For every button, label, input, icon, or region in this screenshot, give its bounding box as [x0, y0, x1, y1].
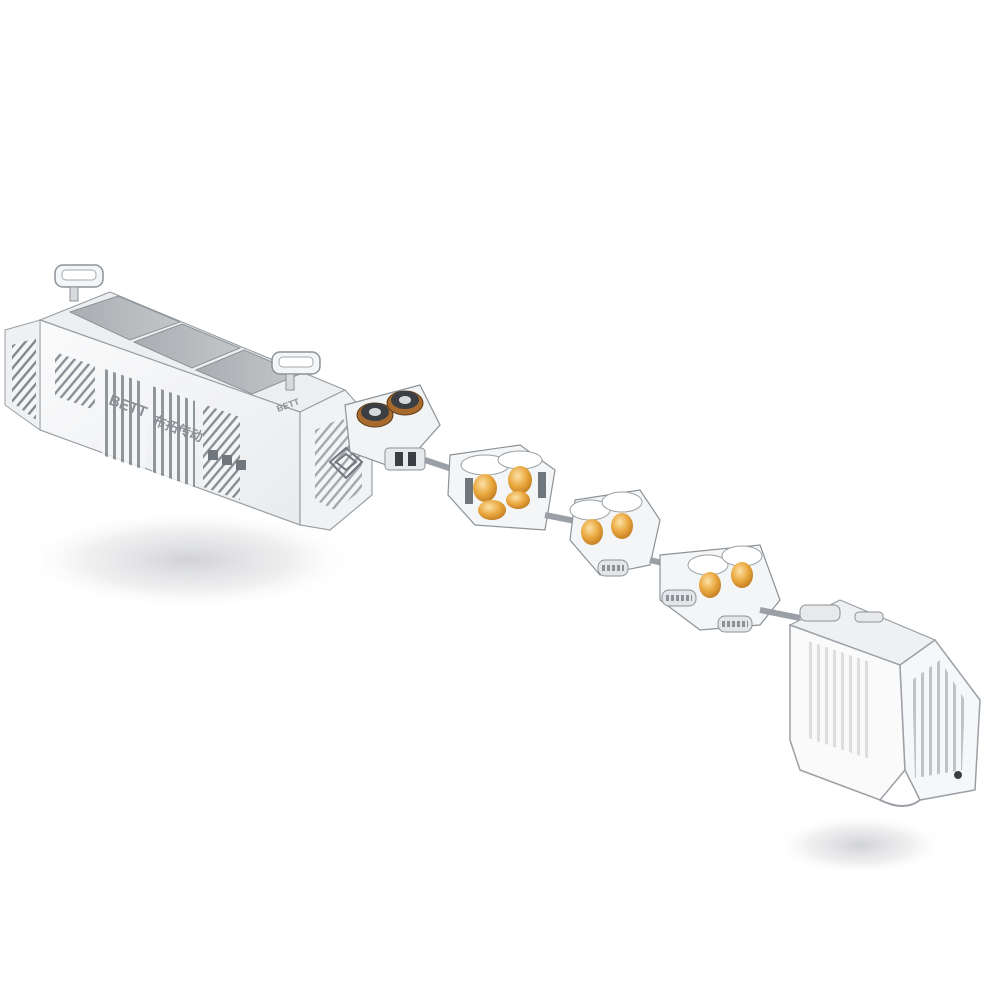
lift-handle-right — [271, 351, 321, 391]
lift-handle-left — [54, 264, 104, 302]
floor-shadow-left — [20, 510, 360, 610]
connector-bar-4 — [759, 607, 801, 621]
drive-unit-1 — [344, 384, 441, 471]
drive-unit-3 — [569, 489, 661, 577]
drive-unit-2 — [447, 444, 556, 531]
battery-cabinet: BETT 布拓传动 BETT — [4, 264, 373, 531]
drive-unit-4 — [659, 544, 781, 633]
diamond-emblem — [328, 446, 364, 480]
operator-cab — [788, 599, 981, 807]
floor-shadow-right — [775, 815, 945, 875]
